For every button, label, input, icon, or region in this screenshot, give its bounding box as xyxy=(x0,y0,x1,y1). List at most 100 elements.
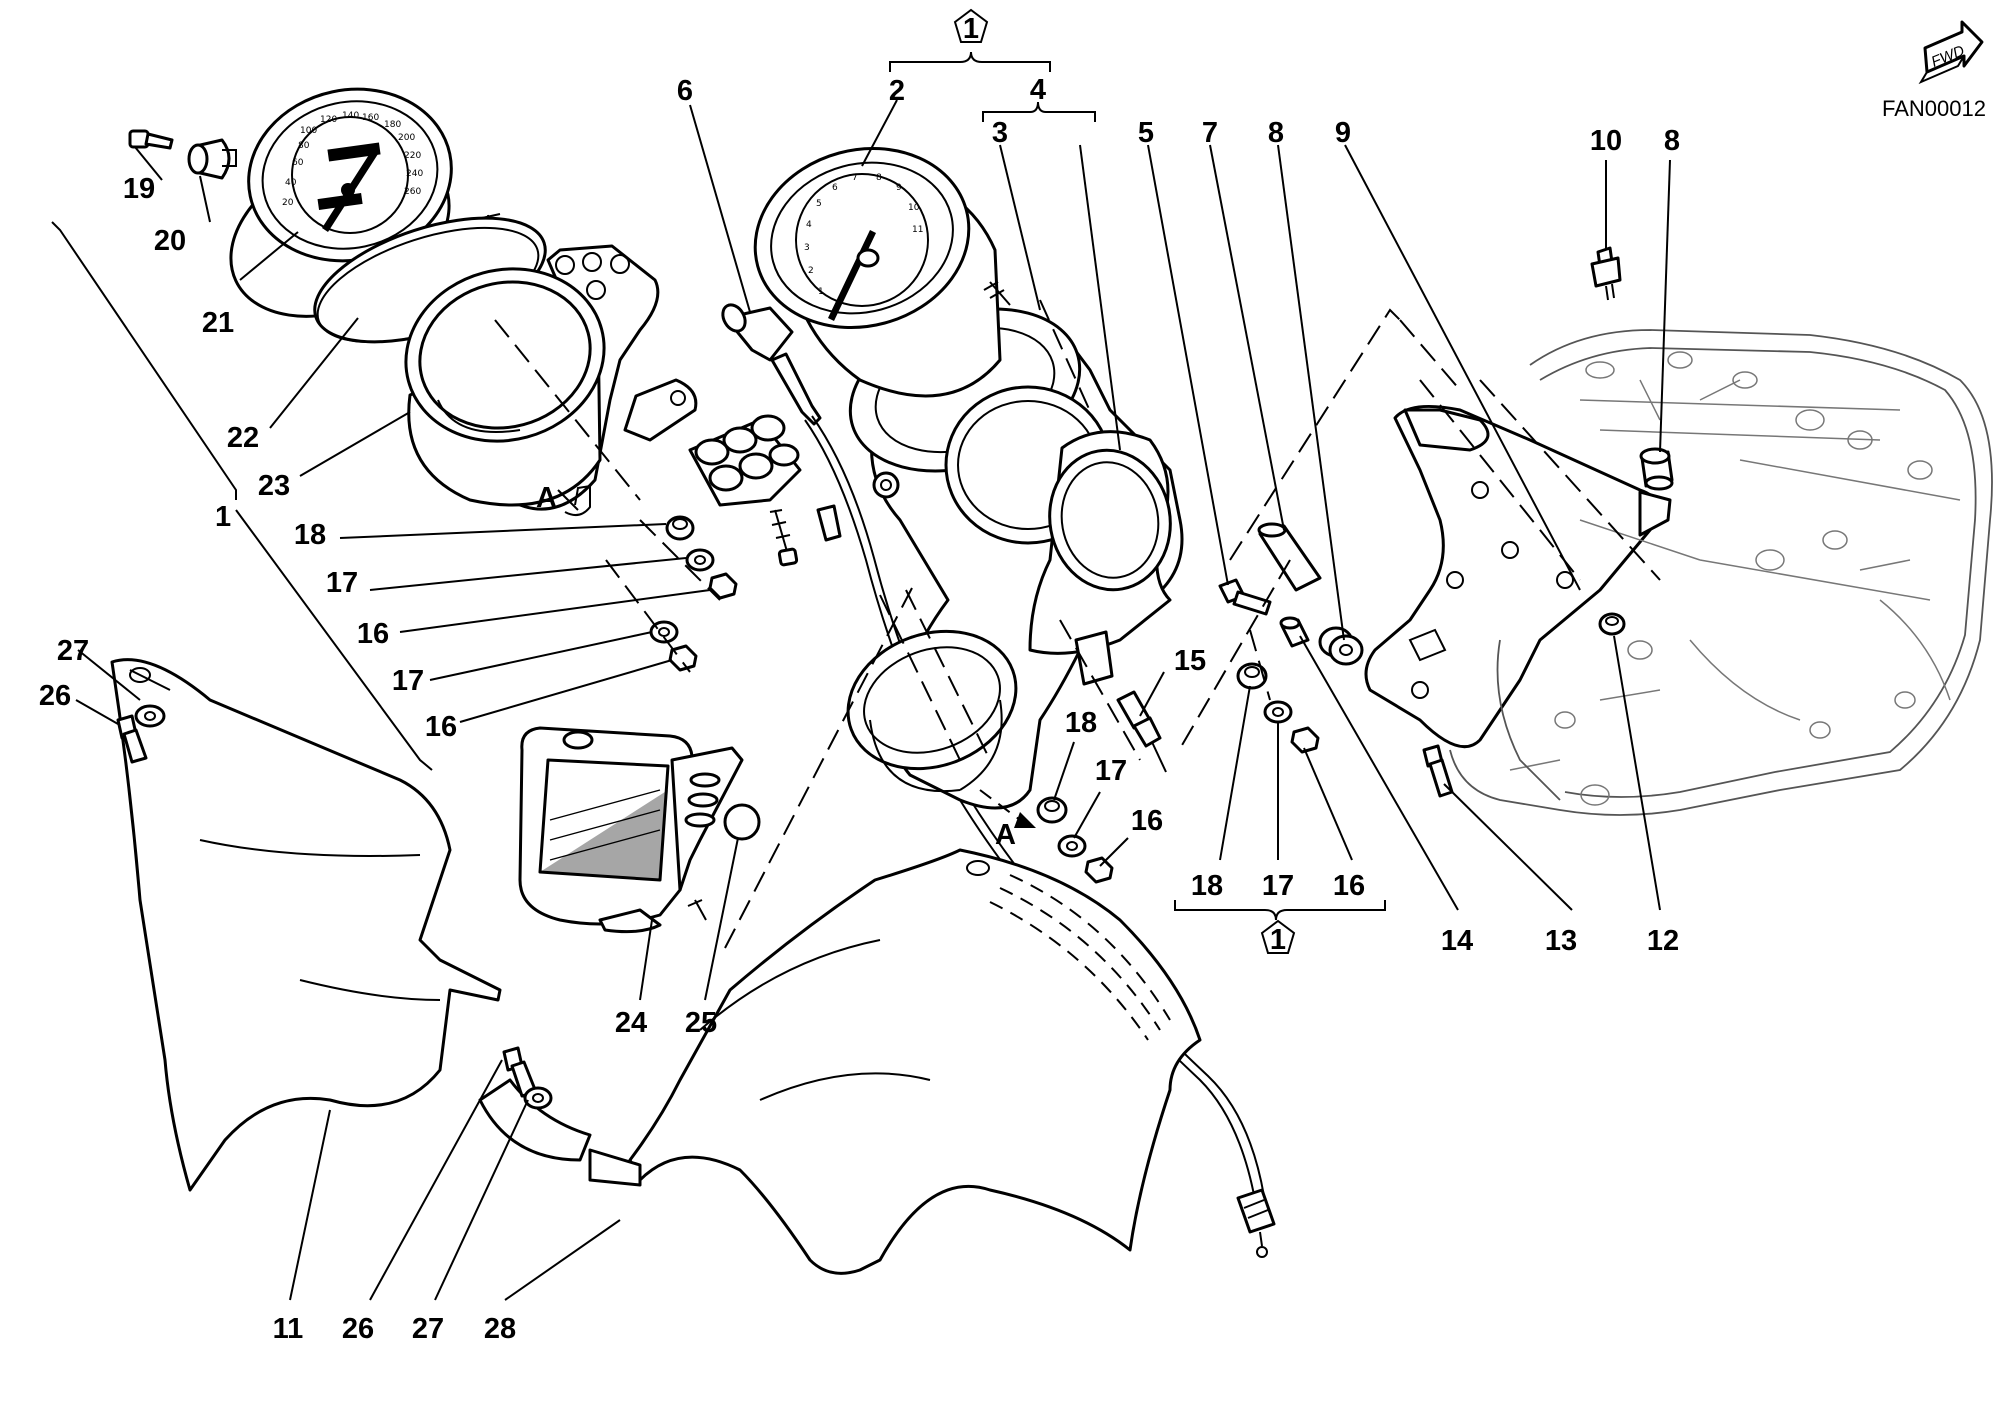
callout-16-a: 16 xyxy=(357,618,389,650)
forward-arrow-icon: FWD xyxy=(1918,20,1984,85)
leader-lines xyxy=(75,99,1671,1301)
svg-text:220: 220 xyxy=(404,151,421,161)
view-a-arrow: A xyxy=(979,789,1036,851)
knob-20 xyxy=(187,138,237,180)
svg-text:6: 6 xyxy=(832,183,838,193)
callout-16-b: 16 xyxy=(425,711,457,743)
callout-17-d: 17 xyxy=(1262,870,1294,902)
grommet-18-speedo xyxy=(665,515,695,541)
assembly-axis-lines xyxy=(494,299,1661,949)
mount-plate-4 xyxy=(1028,430,1172,686)
group-1-side-bracket: 1 xyxy=(51,221,433,771)
callout-18-b: 18 xyxy=(1065,707,1097,739)
svg-text:200: 200 xyxy=(398,133,415,143)
callout-labels: 2 3 4 5 6 7 8 9 10 8 11 12 13 14 15 16 1… xyxy=(39,74,1680,1345)
callout-8-center: 8 xyxy=(1268,117,1284,149)
rubber-buffer-8-right xyxy=(1639,447,1674,491)
callout-14: 14 xyxy=(1441,925,1473,957)
view-marker-a-top: A xyxy=(536,482,557,514)
callout-12: 12 xyxy=(1647,925,1679,957)
callout-22: 22 xyxy=(227,422,259,454)
stud-10 xyxy=(1590,246,1622,301)
svg-text:7: 7 xyxy=(852,173,858,183)
svg-text:160: 160 xyxy=(362,113,379,123)
callout-3: 3 xyxy=(992,117,1008,149)
speedometer-ticks: 20 40 60 80 100 120 140 160 180 200 220 … xyxy=(282,111,423,208)
tachometer-ticks: 1 2 3 4 5 6 7 8 9 10 11 xyxy=(804,173,923,297)
callout-11: 11 xyxy=(273,1313,304,1345)
svg-text:1: 1 xyxy=(818,287,824,297)
callout-15: 15 xyxy=(1174,645,1206,677)
svg-text:120: 120 xyxy=(320,115,337,125)
group-badge-top: 1 xyxy=(963,13,979,45)
callout-4: 4 xyxy=(1030,74,1046,106)
callout-2: 2 xyxy=(889,75,905,107)
washer-27-bottom xyxy=(523,1086,553,1110)
callout-17-c: 17 xyxy=(1095,755,1127,787)
callout-17-a: 17 xyxy=(326,567,358,599)
washer-17-cluster xyxy=(1057,834,1087,858)
nut-16-cluster xyxy=(1084,856,1114,884)
stud-15 xyxy=(1116,690,1167,773)
drawing-code: FAN00012 xyxy=(1882,96,1986,121)
grommet-18-cluster xyxy=(1036,796,1068,824)
washer-17-bottom xyxy=(1263,700,1293,724)
callout-10: 10 xyxy=(1590,125,1622,157)
callout-13: 13 xyxy=(1545,925,1577,957)
washer-17-speedo-a xyxy=(685,548,715,572)
tachometer: 1 2 3 4 5 6 7 8 9 10 11 xyxy=(753,147,1011,398)
group-label-side: 1 xyxy=(215,501,231,533)
group-4-brace xyxy=(982,101,1096,122)
svg-text:8: 8 xyxy=(876,173,882,183)
svg-text:20: 20 xyxy=(282,198,294,208)
callout-16-d: 16 xyxy=(1333,870,1365,902)
svg-text:260: 260 xyxy=(404,187,421,197)
svg-text:10: 10 xyxy=(908,203,920,213)
callout-9: 9 xyxy=(1335,117,1351,149)
callout-18-a: 18 xyxy=(294,519,326,551)
callout-21: 21 xyxy=(202,307,234,339)
speedometer-cable-nut xyxy=(1236,1188,1276,1258)
callout-17-b: 17 xyxy=(392,665,424,697)
callout-23: 23 xyxy=(258,470,290,502)
callout-26-bottom: 26 xyxy=(342,1313,374,1345)
fairing-half-11 xyxy=(110,658,592,1192)
washer-27-top xyxy=(134,704,166,728)
speedo-cable-connector-6 xyxy=(721,303,822,426)
group-badge-bottom: 1 xyxy=(1270,924,1286,956)
screw-5 xyxy=(1218,578,1272,616)
nut-16-bottom xyxy=(1290,726,1320,754)
callout-27-top: 27 xyxy=(57,635,89,667)
callout-6: 6 xyxy=(677,75,693,107)
sleeve-7 xyxy=(1257,522,1322,592)
nut-16-speedo-a xyxy=(708,572,738,600)
callout-16-c: 16 xyxy=(1131,805,1163,837)
callout-27-bottom: 27 xyxy=(412,1313,444,1345)
callout-8-right: 8 xyxy=(1664,125,1680,157)
svg-text:80: 80 xyxy=(298,141,310,151)
svg-text:9: 9 xyxy=(896,183,902,193)
rubber-buffer-8-center xyxy=(1318,626,1364,666)
svg-text:180: 180 xyxy=(384,120,401,130)
callout-5: 5 xyxy=(1138,117,1154,149)
svg-text:4: 4 xyxy=(806,220,812,230)
bulb-25 xyxy=(723,803,761,841)
grommet-18-bottom xyxy=(1236,662,1268,690)
svg-text:11: 11 xyxy=(912,225,923,235)
callout-19: 19 xyxy=(123,173,155,205)
frame-outline xyxy=(1449,329,1993,816)
callout-7: 7 xyxy=(1202,117,1218,149)
svg-text:140: 140 xyxy=(342,111,359,121)
svg-text:2: 2 xyxy=(808,266,814,276)
speedometer-mount-arm xyxy=(623,378,698,442)
view-marker-a-bottom: A xyxy=(995,819,1016,851)
svg-text:5: 5 xyxy=(816,199,822,209)
grommet-12 xyxy=(1598,612,1626,636)
svg-text:100: 100 xyxy=(300,126,317,136)
warning-light-unit-24 xyxy=(518,726,744,934)
bulb-holder-block xyxy=(688,414,842,567)
callout-28: 28 xyxy=(484,1313,516,1345)
callout-26-top: 26 xyxy=(39,680,71,712)
svg-text:60: 60 xyxy=(292,158,304,168)
